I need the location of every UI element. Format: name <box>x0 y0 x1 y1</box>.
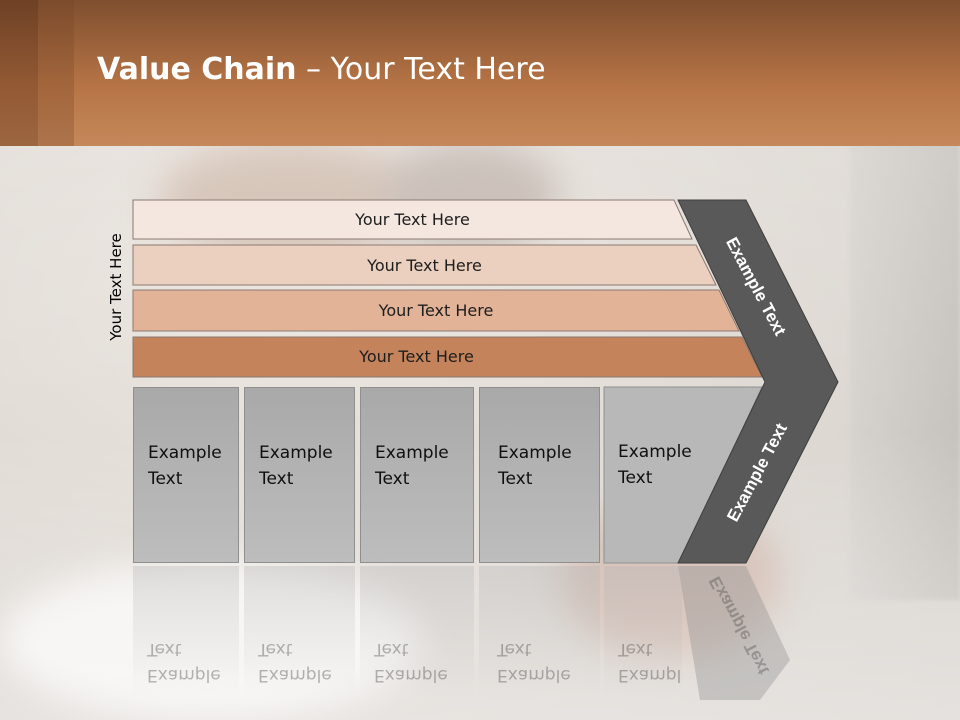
box-reflection: Example Text <box>244 566 355 696</box>
refl-line2: Text <box>147 639 182 659</box>
refl-line1: Example <box>147 665 221 685</box>
refl-line2: Text <box>258 639 293 659</box>
slide-title: Value Chain – Your Text Here <box>97 52 546 87</box>
band-4-shape <box>132 336 763 378</box>
box-line1: Example <box>618 442 692 462</box>
reflection-text: Example Text <box>258 636 332 688</box>
band-2-shape <box>132 244 717 286</box>
refl-line1: Example <box>374 665 448 685</box>
band-2-label: Your Text Here <box>367 255 482 275</box>
box-line1: Example <box>375 443 449 463</box>
reflection-text: Example Text <box>147 636 221 688</box>
refl-line2: Text <box>618 639 653 659</box>
title-bold: Value Chain <box>97 52 297 87</box>
refl-line1: Example <box>497 665 571 685</box>
title-rest: – Your Text Here <box>296 52 546 87</box>
refl-line2: Text <box>497 639 532 659</box>
chevron-reflection <box>678 566 790 700</box>
refl-line1: Example <box>258 665 332 685</box>
title-bar: Value Chain – Your Text Here <box>0 0 960 146</box>
reflection-text: Example Text <box>618 636 682 688</box>
refl-line2: Text <box>374 639 409 659</box>
box-line2: Text <box>148 469 183 489</box>
bg-blur-shape <box>0 560 420 720</box>
box-line1: Example <box>498 443 572 463</box>
band-1-shape <box>132 199 693 240</box>
reflection-text: Example Text <box>374 636 448 688</box>
box-reflection: Example Text <box>133 566 239 696</box>
header-stripe <box>38 0 74 146</box>
box-reflection: Example Text <box>479 566 600 696</box>
box-line1: Example <box>148 443 222 463</box>
bg-monitor <box>850 140 960 600</box>
band-3-label: Your Text Here <box>378 300 494 320</box>
header-stripe <box>0 0 38 146</box>
chevron-arrow <box>677 199 839 564</box>
box-line2: Text <box>618 468 653 488</box>
band-4-label: Your Text Here <box>359 346 474 366</box>
band-1-label: Your Text Here <box>355 209 470 229</box>
box-reflection: Example Text <box>360 566 474 696</box>
refl-line1: Example <box>618 665 682 685</box>
box-line2: Text <box>259 469 294 489</box>
band-3-shape <box>132 289 740 332</box>
box-line2: Text <box>375 469 410 489</box>
reflection-text: Example Text <box>497 636 571 688</box>
box-line1: Example <box>259 443 333 463</box>
box-reflection: Example Text <box>604 566 682 696</box>
box-line2: Text <box>498 469 533 489</box>
